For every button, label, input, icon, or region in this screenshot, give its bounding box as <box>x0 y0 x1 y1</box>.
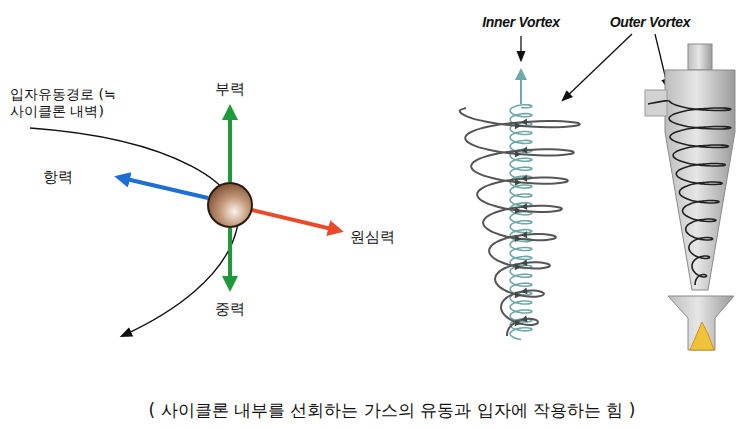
force-label: 원심력 <box>350 228 395 246</box>
drag-arrow <box>122 178 208 198</box>
flow-arrowhead <box>521 118 527 125</box>
caption: ( 사이클론 내부를 선회하는 가스의 유동과 입자에 작용하는 힘 ) <box>149 400 636 420</box>
flow-arrowhead <box>515 235 522 242</box>
flow-arrowhead <box>515 291 522 299</box>
force-label: 중력 <box>215 300 245 318</box>
inner-vortex-exit-arrow <box>520 74 522 104</box>
vortex-finder <box>688 44 712 70</box>
particle-path-label: 입자유동경로 (≒ 사이클론 내벽) <box>10 86 160 120</box>
dust-pile <box>690 322 714 350</box>
vortex-label: Inner Vortex <box>482 14 560 31</box>
flow-arrowhead <box>515 263 522 271</box>
vortex-label: Outer Vortex <box>610 14 691 31</box>
flow-arrowhead <box>521 175 527 182</box>
cyclone-gas-spiral <box>648 101 731 285</box>
force-label: 항력 <box>43 168 73 186</box>
cyclone-drawing <box>645 44 735 350</box>
flow-arrowhead <box>515 207 521 214</box>
buoyancy-arrow <box>228 112 232 182</box>
flow-arrowhead <box>520 315 527 323</box>
force-label: 부력 <box>215 80 245 98</box>
leader-line <box>520 36 521 60</box>
flow-arrowhead <box>515 150 521 157</box>
dust-hopper <box>668 296 734 350</box>
particle-path <box>30 128 238 336</box>
flow-arrowhead <box>515 319 522 327</box>
vortex-drawing <box>460 105 580 340</box>
outer-vortex-spiral <box>460 108 580 336</box>
particle <box>208 183 252 227</box>
inner-vortex-coil <box>510 105 532 340</box>
flow-arrowhead <box>515 122 521 129</box>
flow-arrowhead <box>521 147 527 154</box>
centrifugal-arrow <box>252 210 336 230</box>
gravity-arrow <box>228 228 232 284</box>
leader-line <box>563 34 632 100</box>
flow-arrowhead <box>515 179 521 186</box>
flow-arrowhead <box>521 287 528 295</box>
flow-arrowhead <box>521 203 528 210</box>
flow-arrowhead <box>521 231 528 239</box>
flow-arrowhead <box>521 259 528 267</box>
